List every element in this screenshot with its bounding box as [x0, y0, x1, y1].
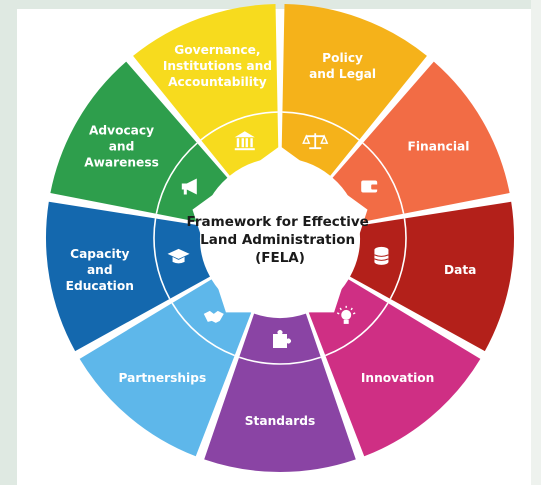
segment-label-financial: Financial: [408, 140, 470, 154]
segment-label-standards: Standards: [245, 414, 315, 428]
segment-ring-advocacy-and-awareness: [155, 142, 198, 214]
center-pentagon: [192, 146, 368, 313]
segment-label-line: Capacity: [70, 247, 129, 261]
segment-ring-governance: [200, 111, 278, 141]
segment-label-innovation: Innovation: [361, 371, 434, 385]
database-icon: [374, 246, 389, 265]
handshake-icon: [203, 310, 224, 323]
segment-ring-policy-and-legal: [282, 111, 360, 141]
segment-ring-data: [389, 218, 407, 300]
segment-data: [350, 201, 514, 352]
segment-label-line: Standards: [245, 414, 315, 428]
center-title: Framework for Effective Land Administrat…: [187, 214, 374, 266]
segment-label-line: Education: [66, 279, 134, 293]
segment-capacity-and-education: [46, 201, 210, 352]
segment-label-data: Data: [444, 263, 476, 277]
megaphone-icon: [181, 178, 197, 195]
segment-partnerships: [79, 279, 252, 457]
segment-label-line: Advocacy: [89, 124, 154, 138]
segment-label-line: Policy: [322, 51, 363, 65]
segment-ring-capacity-and-education: [153, 218, 171, 300]
segment-ring-standards: [238, 356, 322, 365]
institution-icon: [234, 131, 255, 151]
segment-ring-partnerships: [171, 302, 235, 357]
segment-label-line: and: [87, 263, 113, 277]
segment-ring-financial: [362, 142, 405, 214]
lightbulb-icon: [336, 305, 356, 324]
segment-innovation: [308, 279, 481, 457]
segment-label-line: Financial: [408, 140, 470, 154]
puzzle-icon: [273, 330, 291, 348]
segment-standards: [204, 313, 356, 472]
segment-advocacy-and-awareness: [50, 61, 228, 223]
segment-label-partnerships: Partnerships: [119, 371, 207, 385]
segment-label-line: and Legal: [309, 67, 376, 81]
frame-left-border: [0, 0, 17, 485]
segment-label-policy-and-legal: Policy and Legal: [309, 51, 376, 81]
segment-label-line: Data: [444, 263, 476, 277]
frame-right-border: [531, 0, 541, 485]
segment-label-line: Innovation: [361, 371, 434, 385]
center-title-line-1: Framework for Effective: [187, 214, 369, 230]
graduation-cap-icon: [167, 248, 190, 264]
segment-label-line: Institutions and: [163, 59, 272, 73]
center-title-line-3: (FELA): [255, 250, 305, 266]
wallet-icon: [361, 180, 379, 193]
center-title-line-2: Land Administration: [200, 232, 355, 248]
segment-label-line: Awareness: [84, 156, 159, 170]
wheel-segments: Policy and LegalFinancialDataInnovationSt…: [46, 4, 514, 472]
segment-label-line: Accountability: [168, 75, 267, 89]
segment-label-line: Partnerships: [119, 371, 207, 385]
scales-icon: [302, 133, 329, 150]
segment-label-line: Governance,: [174, 43, 260, 57]
segment-policy-and-legal: [281, 4, 427, 176]
segment-ring-innovation: [325, 302, 389, 357]
segment-label-line: and: [109, 140, 135, 154]
